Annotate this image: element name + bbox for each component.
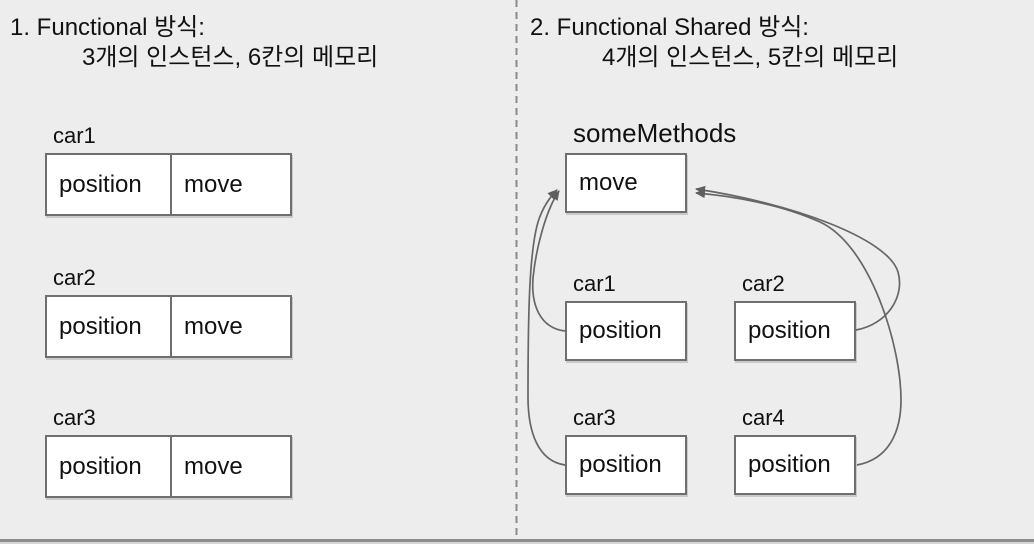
instance-label: car3 <box>53 405 96 430</box>
instance-block-left-car2: car2 position move <box>45 267 292 358</box>
instance-label: car1 <box>53 123 96 148</box>
instance-block-right-car1: car1 position <box>565 273 687 361</box>
memory-box: position <box>734 435 856 495</box>
panel-functional-title: 1. Functional 방식: 3개의 인스턴스, 6칸의 메모리 <box>10 13 378 73</box>
memory-cell-position: position <box>579 317 662 344</box>
shared-methods-label: someMethods <box>573 118 737 148</box>
panel-functional-title-line2: 3개의 인스턴스, 6칸의 메모리 <box>82 44 379 71</box>
memory-box: position move <box>45 435 292 498</box>
panel-functional-shared-title-line2: 4개의 인스턴스, 5칸의 메모리 <box>602 44 899 71</box>
arrow-car1-to-move <box>531 190 566 332</box>
instance-label: car1 <box>573 271 616 296</box>
instance-label: car2 <box>53 265 96 290</box>
memory-box: position move <box>45 295 292 358</box>
memory-box: position move <box>45 153 292 216</box>
panel-functional-title-line1: 1. Functional 방식: <box>10 14 205 41</box>
instance-block-right-car2: car2 position <box>734 273 856 361</box>
memory-box: position <box>565 301 687 361</box>
memory-cell-position: position <box>59 170 142 198</box>
instance-label: car3 <box>573 405 616 430</box>
shared-methods-block: someMethods move <box>565 118 737 213</box>
memory-cell-position: position <box>59 312 142 340</box>
memory-cell-move: move <box>579 169 638 196</box>
instance-block-right-car4: car4 position <box>734 407 856 495</box>
bottom-rule <box>0 539 1034 542</box>
memory-box: position <box>734 301 856 361</box>
instance-label: car4 <box>742 405 785 430</box>
instance-block-left-car3: car3 position move <box>45 407 292 498</box>
memory-cell-position: position <box>748 317 831 344</box>
memory-cell-move: move <box>170 155 290 214</box>
memory-cell-position: position <box>59 452 142 480</box>
instance-label: car2 <box>742 271 785 296</box>
panel-functional-shared-title: 2. Functional Shared 방식: 4개의 인스턴스, 5칸의 메… <box>530 13 898 73</box>
instance-block-right-car3: car3 position <box>565 407 687 495</box>
arrow-car3-to-move <box>527 189 566 466</box>
memory-cell-position: position <box>748 451 831 478</box>
memory-cell-move: move <box>170 437 290 496</box>
memory-box: position <box>565 435 687 495</box>
memory-cell-move: move <box>170 297 290 356</box>
memory-cell-position: position <box>579 451 662 478</box>
panel-functional-shared-title-line1: 2. Functional Shared 방식: <box>530 14 809 41</box>
shared-memory-box: move <box>565 153 687 213</box>
instance-block-left-car1: car1 position move <box>45 125 292 216</box>
